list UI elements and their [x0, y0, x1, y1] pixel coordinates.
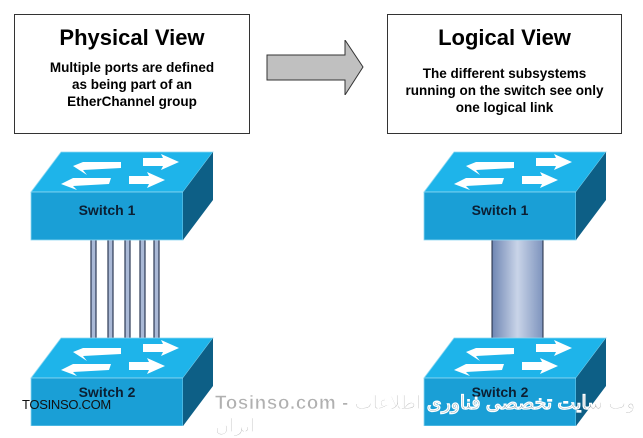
physical-links [90, 225, 160, 341]
logical-line-2: running on the switch see only [405, 83, 604, 98]
physical-line-1: Multiple ports are defined [49, 60, 215, 75]
logical-view-description: The different subsystems running on the … [388, 65, 621, 116]
physical-link-5 [153, 225, 160, 341]
physical-view-box: Physical View Multiple ports are defined… [14, 14, 250, 134]
physical-view-title: Physical View [59, 25, 205, 50]
right-switch-2-label: Switch 2 [471, 384, 529, 400]
physical-link-2 [107, 225, 114, 341]
physical-link-1 [90, 225, 97, 341]
left-switch-2 [30, 337, 214, 426]
physical-line-2: as being part of an [71, 77, 193, 92]
left-switch-2-label: Switch 2 [78, 384, 136, 400]
physical-line-3: EtherChannel group [67, 94, 197, 109]
watermark-left: TOSINSO.COM [22, 397, 111, 412]
logical-line-1: The different subsystems [422, 66, 587, 81]
left-switch-1-label: Switch 1 [78, 202, 136, 218]
left-switch-1 [30, 151, 214, 241]
physical-view-description: Multiple ports are defined as being part… [15, 59, 249, 110]
physical-link-3 [124, 225, 131, 341]
right-arrow-icon [266, 40, 364, 95]
watermark-right: Tosinso.com - وب سایت تخصصی فناوری اطلاع… [215, 393, 636, 438]
logical-line-3: one logical link [455, 100, 554, 115]
switch-diagram [30, 151, 607, 426]
right-switch-1 [423, 151, 607, 241]
physical-link-4 [139, 225, 146, 341]
logical-view-box: Logical View The different subsystems ru… [387, 14, 622, 134]
right-switch-1-label: Switch 1 [471, 202, 529, 218]
logical-link [491, 225, 544, 341]
logical-view-title: Logical View [438, 25, 571, 50]
